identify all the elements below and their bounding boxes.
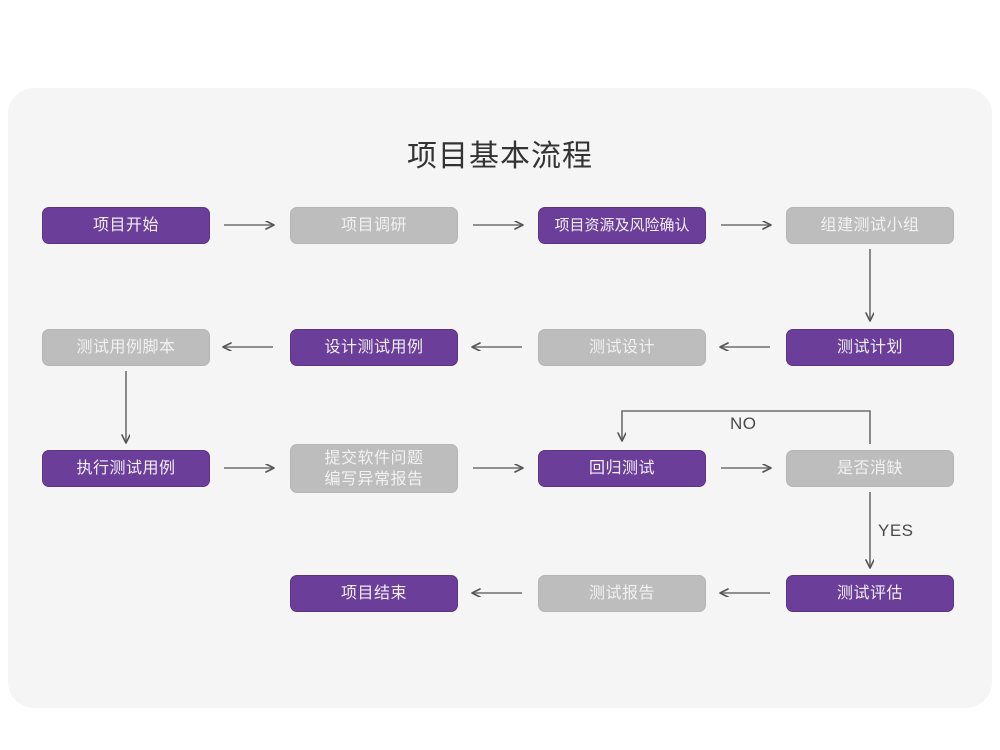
node-design-test-case[interactable]: 设计测试用例 (290, 329, 458, 366)
edge-label-yes: YES (878, 521, 914, 540)
node-form-test-team[interactable]: 组建测试小组 (786, 207, 954, 244)
node-test-design[interactable]: 测试设计 (538, 329, 706, 366)
node-project-research[interactable]: 项目调研 (290, 207, 458, 244)
node-regression-test[interactable]: 回归测试 (538, 450, 706, 487)
node-defect-resolved[interactable]: 是否消缺 (786, 450, 954, 487)
node-test-report[interactable]: 测试报告 (538, 575, 706, 612)
node-project-end[interactable]: 项目结束 (290, 575, 458, 612)
node-project-start[interactable]: 项目开始 (42, 207, 210, 244)
node-resource-risk-confirm[interactable]: 项目资源及风险确认 (538, 207, 706, 244)
edge-label-no: NO (730, 414, 757, 433)
page-title: 项目基本流程 (407, 140, 593, 173)
node-test-case-script[interactable]: 测试用例脚本 (42, 329, 210, 366)
node-test-plan[interactable]: 测试计划 (786, 329, 954, 366)
node-submit-defect-report[interactable]: 提交软件问题 编写异常报告 (290, 444, 458, 493)
node-execute-test-case[interactable]: 执行测试用例 (42, 450, 210, 487)
node-test-evaluation[interactable]: 测试评估 (786, 575, 954, 612)
flowchart-card (8, 88, 992, 708)
